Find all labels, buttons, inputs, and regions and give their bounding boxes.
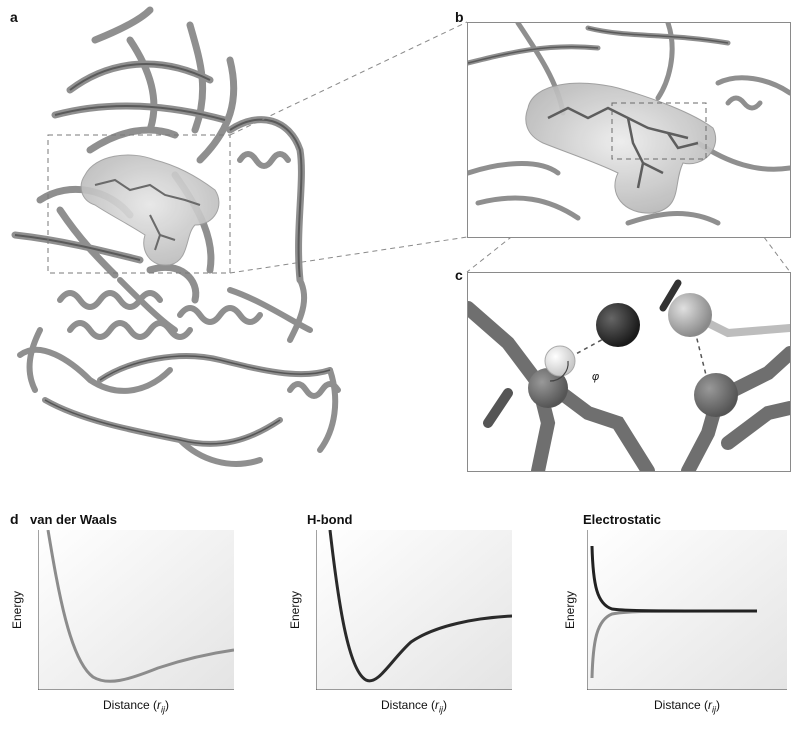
protein-ribbon-structure	[11, 6, 791, 467]
panel-c-interaction: φ	[467, 272, 791, 472]
graph-hbond-ylabel: Energy	[288, 590, 302, 630]
graph-vdw-xlabel: Distance (rij)	[102, 698, 170, 715]
graph-hbond-title: H-bond	[307, 512, 353, 527]
graph-hbond-xlabel: Distance (rij)	[380, 698, 448, 715]
panel-a-label: a	[10, 9, 18, 25]
atomic-interaction-view	[468, 279, 790, 471]
electrostatic-repulsive-curve	[590, 545, 758, 613]
graph-electrostatic-title: Electrostatic	[583, 512, 662, 527]
panel-b-label: b	[455, 9, 464, 25]
graph-vdw-plot	[38, 530, 234, 690]
ligand-surface-a	[80, 154, 220, 266]
graph-vdw-title: van der Waals	[30, 512, 117, 527]
graph-electrostatic-ylabel: Energy	[563, 590, 577, 630]
panel-b-zoom	[467, 22, 791, 238]
panel-d-label: d	[10, 511, 19, 527]
graph-electrostatic-plot	[587, 530, 787, 690]
graph-hbond-plot	[316, 530, 512, 690]
graph-vdw-ylabel: Energy	[10, 590, 24, 630]
graph-electrostatic-xlabel: Distance (rij)	[653, 698, 721, 715]
hbond-curve	[328, 530, 512, 683]
ligand-binding-site-view	[468, 23, 790, 226]
phi-angle-label: φ	[592, 371, 600, 383]
panel-c-label: c	[455, 267, 463, 283]
vdw-curve	[46, 530, 234, 683]
